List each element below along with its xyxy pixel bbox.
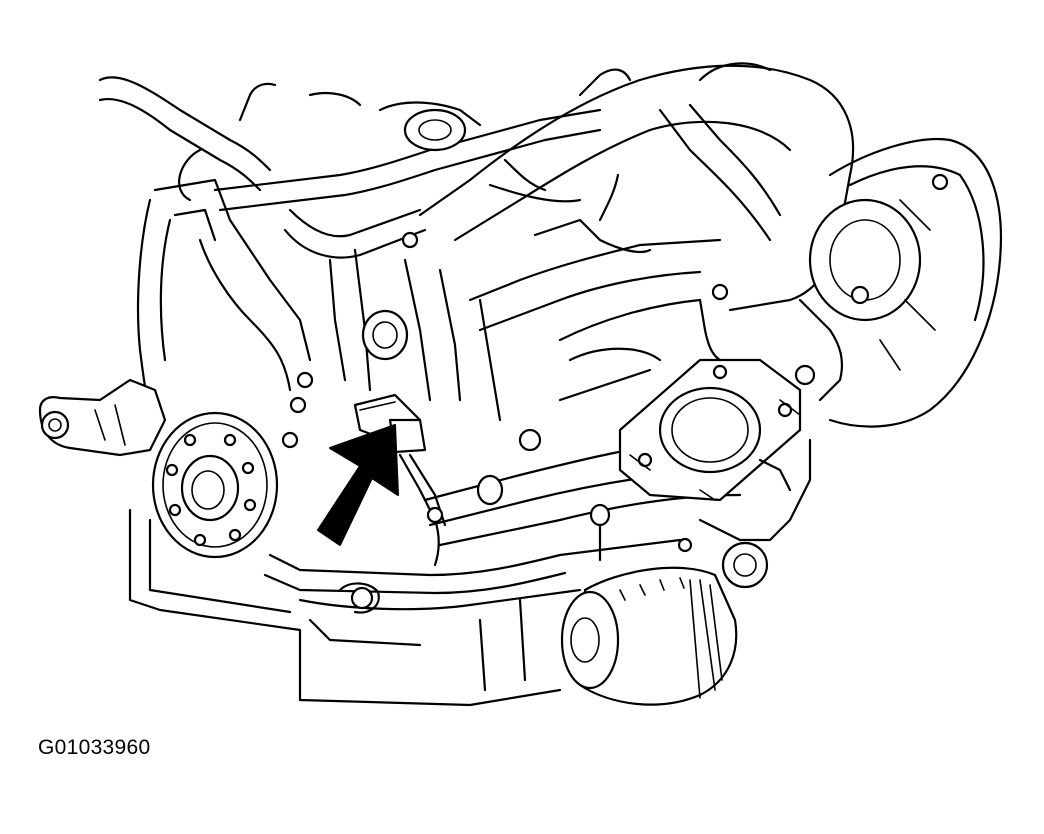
- figure-id-label: G01033960: [38, 736, 151, 759]
- throttle-flange: [618, 283, 802, 502]
- engine-mount: [38, 378, 167, 457]
- coolant-tubes: [98, 76, 602, 259]
- engine-block: [136, 178, 542, 452]
- crankshaft-pulley: [151, 411, 279, 559]
- callout-arrow: [317, 424, 399, 546]
- intake-manifold: [418, 62, 855, 342]
- oil-filter: [560, 566, 738, 706]
- alternator: [794, 138, 1002, 428]
- oil-pan: [128, 508, 682, 707]
- oil-filter-housing: [677, 438, 812, 589]
- arrow-icon: [317, 424, 399, 546]
